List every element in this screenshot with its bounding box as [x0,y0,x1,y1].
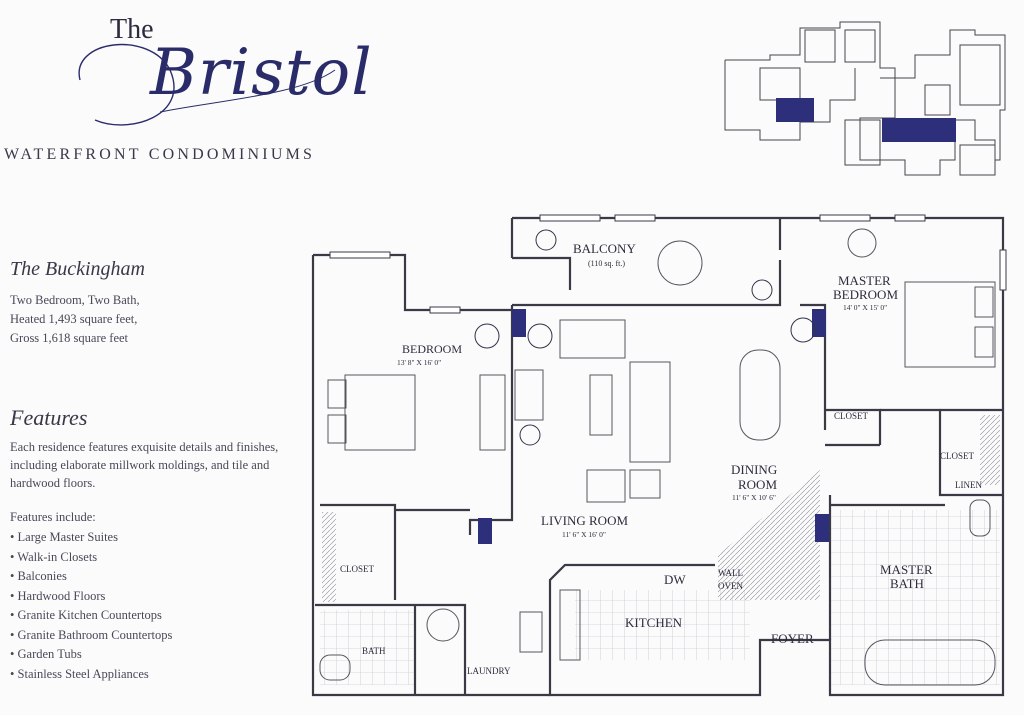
plan-walls [311,216,1005,697]
master-bath-tile [830,510,1000,685]
label-laundry: LAUNDRY [467,666,511,676]
key-plan-unit-highlight [882,118,956,142]
unit-line: Heated 1,493 square feet, [10,312,138,326]
label-dining-dim: 11' 6" X 10' 6" [732,493,776,502]
feature-item: Balconies [10,567,172,587]
label-master-bedroom-1: MASTER [838,273,891,288]
closet-hatch [322,512,336,602]
unit-line: Two Bedroom, Two Bath, [10,293,140,307]
feature-item: Granite Kitchen Countertops [10,606,172,626]
label-oven: OVEN [718,581,743,591]
brand-subtitle: WATERFRONT CONDOMINIUMS [4,146,316,163]
key-plan-unit-highlight [776,98,814,122]
label-linen: LINEN [955,480,982,490]
label-master-bath-2: BATH [890,576,924,591]
label-wall: WALL [718,568,743,578]
label-bedroom: BEDROOM [402,342,462,356]
label-master-bath-1: MASTER [880,562,933,577]
furniture [319,228,996,686]
label-bath: BATH [362,646,386,656]
feature-item: Stainless Steel Appliances [10,665,172,685]
kitchen-tile [575,590,750,660]
label-dining-2: ROOM [738,477,777,492]
feature-item: Walk-in Closets [10,548,172,568]
plan-windows [329,214,1007,314]
feature-item: Hardwood Floors [10,587,172,607]
brand-the: The [110,14,154,45]
label-living-room: LIVING ROOM [541,513,628,528]
unit-description: Two Bedroom, Two Bath, Heated 1,493 squa… [10,291,140,348]
feature-item: Granite Bathroom Countertops [10,626,173,646]
label-dining-1: DINING [731,462,777,477]
label-bedroom-dim: 13' 8" X 16' 0" [397,358,441,367]
features-intro: Each residence features exquisite detail… [10,440,279,490]
label-master-bedroom-dim: 14' 0" X 15' 0" [843,303,887,312]
feature-item: Garden Tubs [10,645,172,665]
unit-name: The Buckingham [10,258,145,280]
brand-underline-flourish [159,69,336,113]
label-balcony: BALCONY [573,241,636,256]
plant-icons [474,229,816,446]
label-master-bedroom-2: BEDROOM [833,287,898,302]
brand-flourish [78,43,175,126]
label-master-closet: CLOSET [834,411,869,421]
label-closet-right: CLOSET [940,451,975,461]
label-balcony-area: (110 sq. ft.) [588,259,625,268]
label-dw: DW [664,572,686,587]
features-heading: Features [10,405,88,430]
unit-line: Gross 1,618 square feet [10,331,129,345]
key-plan [724,21,1006,176]
label-living-dim: 11' 6" X 16' 0" [562,530,606,539]
foyer-hatch [718,470,820,600]
features-list: Large Master Suites Walk-in Closets Balc… [10,528,172,684]
label-bedroom-closet: CLOSET [340,564,375,574]
feature-item: Large Master Suites [10,528,172,548]
linen-hatch [980,415,1000,485]
features-include-label: Features include: [10,510,96,524]
label-kitchen: KITCHEN [625,615,683,630]
label-foyer: FOYER [771,631,814,646]
brand-name: Bristol [150,36,373,110]
bath-tile [320,610,415,685]
